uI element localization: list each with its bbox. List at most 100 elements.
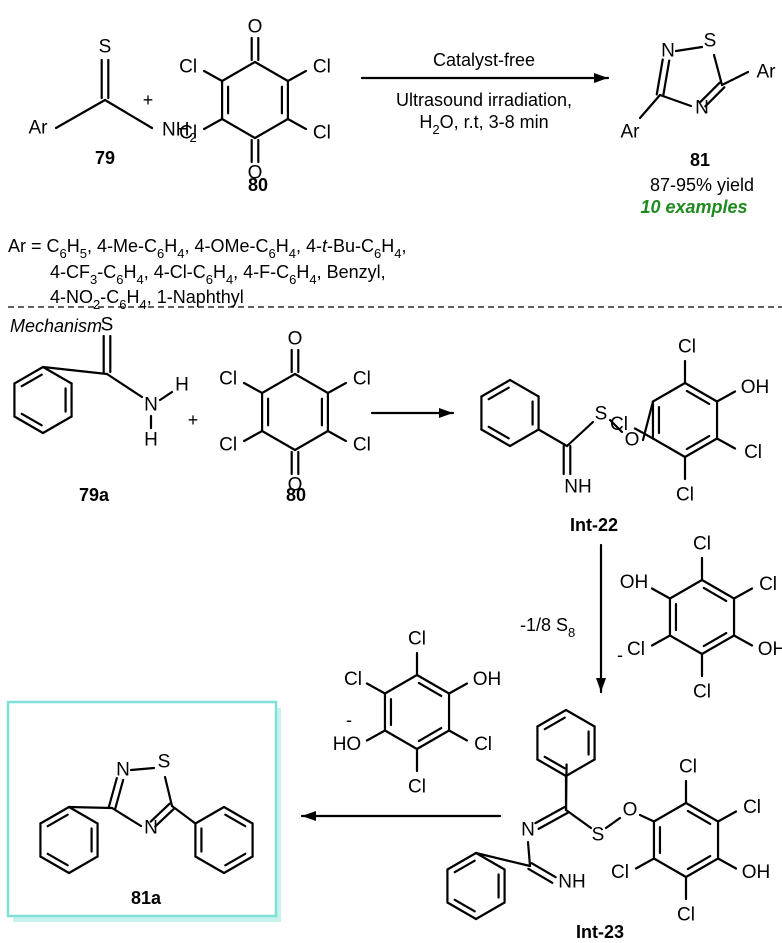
hydroxyl-label: OH	[741, 377, 770, 398]
ring-bond	[20, 412, 43, 427]
ring-bond	[564, 708, 596, 728]
bond	[447, 729, 469, 742]
bond	[103, 98, 154, 130]
ring-bond	[508, 378, 540, 398]
reaction-arrow-main-head	[594, 73, 608, 83]
mechanism-title: Mechanism	[10, 316, 102, 336]
ring-bond	[260, 372, 297, 395]
ring-bond	[39, 805, 71, 825]
ring-bond	[224, 852, 247, 867]
yield-text: 87-95% yield	[650, 175, 754, 195]
compound-79a-label: 79a	[79, 485, 110, 505]
chlorine-atom: Cl	[693, 682, 711, 703]
ring-bond	[683, 437, 719, 459]
ring-bond	[224, 813, 247, 828]
nitrogen-atom: N	[521, 820, 535, 841]
ring-bond	[508, 428, 540, 448]
aryl-label: Ar	[621, 122, 641, 143]
chlorine-atom: Cl	[219, 435, 237, 456]
ring-bond	[107, 777, 118, 809]
ring-bond	[652, 857, 688, 879]
ring-bond	[564, 758, 596, 778]
bond	[537, 428, 569, 448]
ring-bond	[67, 855, 99, 875]
aryl-label: Ar	[29, 118, 49, 139]
ring-bond	[487, 386, 510, 401]
ring-bond	[163, 775, 174, 808]
nitrogen-atom: N	[144, 395, 158, 416]
imine-bond	[530, 862, 557, 879]
ring-bond	[67, 805, 99, 825]
bond	[54, 98, 107, 130]
bond	[732, 587, 754, 600]
compound-79-label: 79	[95, 148, 115, 168]
ring-bond	[702, 631, 728, 648]
ring-bond	[20, 373, 43, 388]
hydroxyl-label: OH	[473, 669, 502, 690]
oxygen-atom: O	[625, 430, 640, 451]
chlorine-atom: Cl	[627, 639, 645, 660]
bond	[170, 804, 197, 825]
bond	[105, 372, 144, 399]
ring-bond	[253, 117, 290, 140]
ring-bond	[704, 86, 726, 108]
hydroxyl-label: OH	[758, 639, 782, 660]
ring-bond	[474, 901, 506, 921]
c-cl-bond	[202, 117, 224, 131]
ring-bond	[668, 578, 704, 600]
compound-80-label: 80	[248, 175, 268, 195]
bond	[526, 840, 532, 868]
ring-bond	[480, 378, 512, 398]
condition-ultrasound: Ultrasound irradiation,	[396, 90, 572, 110]
bond	[67, 805, 114, 810]
ring-bond	[154, 807, 176, 828]
ring-bond	[446, 901, 478, 921]
ring-bond	[383, 673, 419, 695]
chlorine-atom: Cl	[611, 862, 629, 883]
ring-bond	[453, 898, 476, 913]
ring-bond	[658, 93, 693, 108]
nitrogen-atom: N	[116, 760, 130, 781]
ring-bond	[674, 45, 704, 53]
ring-bond	[293, 429, 330, 452]
int-22-label: Int-22	[570, 515, 618, 535]
sulfur-atom: S	[158, 752, 171, 773]
ring-bond	[417, 681, 443, 698]
bond	[715, 437, 737, 450]
chlorine-atom: Cl	[677, 905, 695, 926]
chlorine-atom: Cl	[676, 485, 694, 506]
hydroxyl-label: OH	[620, 572, 649, 593]
sulfur-atom: S	[592, 825, 605, 846]
ring-bond	[480, 428, 512, 448]
condition-solvent-temp: H2O, r.t, 3-8 min	[419, 112, 548, 137]
ring-bond	[684, 857, 720, 879]
ring-bond	[222, 855, 254, 875]
sulfur-atom: S	[595, 404, 608, 425]
plus-sign: +	[143, 90, 154, 110]
ring-bond	[655, 58, 664, 96]
ring-bond	[41, 415, 73, 435]
c-cl-bond	[326, 429, 348, 443]
bond	[41, 365, 109, 376]
ring-bond	[260, 429, 297, 452]
ring-bond	[700, 578, 736, 600]
examples-count: 10 examples	[640, 197, 747, 217]
oxygen-atom: O	[248, 163, 263, 184]
ring-bond	[686, 809, 712, 826]
chlorine-atom: Cl	[353, 435, 371, 456]
substituent-scope-line-3: 4-NO2-C6H4, 1-Naphthyl	[50, 287, 244, 312]
hydroxyl-label: HO	[333, 734, 362, 755]
reaction-arrow-step1-head	[439, 408, 453, 418]
subscript: 8	[568, 625, 575, 640]
chlorine-atom: Cl	[408, 629, 426, 650]
ring-bond	[536, 708, 568, 728]
bond	[447, 682, 469, 695]
compound-81a-label: 81a	[131, 888, 162, 908]
minus-sign: -	[617, 645, 623, 665]
hydrogen-atom: H	[175, 375, 189, 396]
ring-bond	[39, 855, 71, 875]
bond	[365, 682, 387, 695]
chlorine-atom: Cl	[344, 669, 362, 690]
chlorine-atom: Cl	[743, 797, 761, 818]
bond	[474, 851, 532, 868]
